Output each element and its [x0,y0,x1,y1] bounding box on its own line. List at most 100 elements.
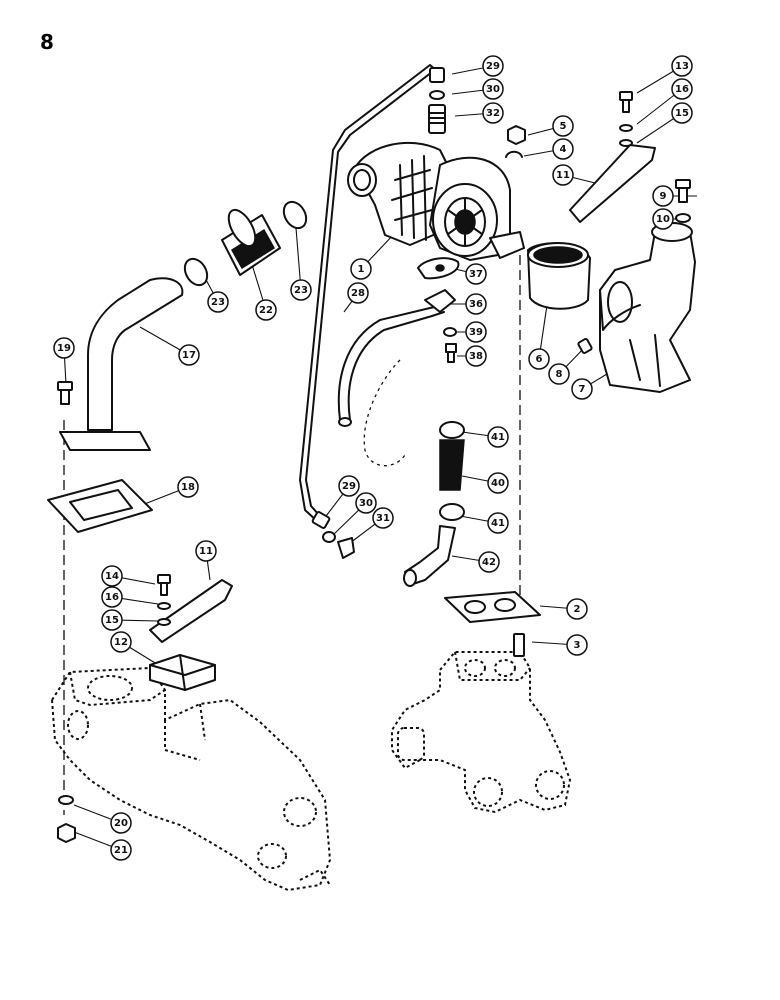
callout-3: 3 [566,634,588,656]
callout-label: 30 [359,498,373,509]
callout-label: 7 [579,384,586,395]
bolt-washer-set-upper [619,91,633,147]
callout-label: 23 [294,285,308,296]
callout-label: 12 [114,637,128,648]
crossover-pipe-17 [87,277,184,431]
callout-label: 39 [469,327,483,338]
callout-37: 37 [465,263,487,285]
clamp-41-upper [439,421,465,439]
callout-38: 38 [465,345,487,367]
callout-11: 11 [195,540,217,562]
callout-label: 14 [105,571,119,582]
callout-label: 41 [491,518,505,529]
callout-label: 6 [536,354,543,365]
callout-label: 8 [556,369,563,380]
exhaust-elbow-7 [599,222,696,393]
callout-5: 5 [552,115,574,137]
callout-label: 41 [491,432,505,443]
callout-29: 29 [482,55,504,77]
callout-label: 36 [469,299,483,310]
washer-39 [443,327,457,337]
gasket-18 [47,479,153,533]
callout-30: 30 [355,492,377,514]
callout-39: 39 [465,321,487,343]
callout-label: 23 [211,297,225,308]
callout-label: 5 [560,121,567,132]
callout-label: 38 [469,351,483,362]
pipe-flange [59,431,151,451]
left-exhaust-manifold [50,666,332,892]
brace-11-lower [149,579,233,643]
callout-label: 16 [105,592,119,603]
callout-label: 17 [182,350,196,361]
page-number: 8 [40,30,54,54]
callout-label: 2 [574,604,581,615]
callout-label: 19 [57,343,71,354]
callout-17: 17 [178,344,200,366]
stud-3 [513,633,525,657]
oil-supply-tube-edge [305,71,444,517]
oil-drain-path-line [363,359,406,467]
callout-label: 3 [574,640,581,651]
turbocharger [347,141,525,261]
callout-20: 20 [110,812,132,834]
callout-16: 16 [671,78,693,100]
callout-label: 40 [491,478,505,489]
callout-42: 42 [478,551,500,573]
callout-label: 22 [259,305,273,316]
callout-9: 9 [652,185,674,207]
callout-label: 4 [560,144,567,155]
bolt-38 [445,343,457,363]
callout-15: 15 [101,609,123,631]
callout-30: 30 [482,78,504,100]
callout-13: 13 [671,55,693,77]
upper-tube-fittings [428,67,446,134]
callout-22: 22 [255,299,277,321]
clamp-41-lower [439,503,465,521]
callout-10: 10 [652,208,674,230]
callout-14: 14 [101,565,123,587]
callout-label: 28 [351,288,365,299]
callout-29: 29 [338,475,360,497]
washer-20 [58,795,74,805]
oil-supply-tube [299,64,439,523]
callout-4: 4 [552,138,574,160]
lower-tube-fittings [311,511,355,559]
callout-41: 41 [487,512,509,534]
bolt-washer-set-lower [157,574,171,626]
callout-label: 16 [675,84,689,95]
callout-23: 23 [207,291,229,313]
callout-label: 11 [556,170,570,181]
connector-6 [527,242,591,310]
callout-41: 41 [487,426,509,448]
callout-label: 42 [482,557,496,568]
callout-28: 28 [347,282,369,304]
callout-label: 15 [675,108,689,119]
callout-label: 31 [376,513,390,524]
callout-label: 13 [675,61,689,72]
callout-31: 31 [372,507,394,529]
brace-11-upper [569,144,656,223]
callout-label: 11 [199,546,213,557]
callout-6: 6 [528,348,550,370]
callout-label: 37 [469,269,483,280]
callout-32: 32 [482,102,504,124]
callout-2: 2 [566,598,588,620]
callout-label: 10 [656,214,670,225]
gasket-2 [444,591,541,623]
oil-drain-tube [337,304,446,421]
callout-7: 7 [571,378,593,400]
ring-4 [505,150,523,158]
callout-label: 29 [486,61,500,72]
callout-1: 1 [350,258,372,280]
oil-drain-tube-edge [347,311,445,421]
callout-label: 15 [105,615,119,626]
callout-36: 36 [465,293,487,315]
callout-15: 15 [671,102,693,124]
callout-21: 21 [110,839,132,861]
callout-label: 30 [486,84,500,95]
callout-8: 8 [548,363,570,385]
plug-8 [577,338,593,354]
callout-label: 1 [358,264,365,275]
